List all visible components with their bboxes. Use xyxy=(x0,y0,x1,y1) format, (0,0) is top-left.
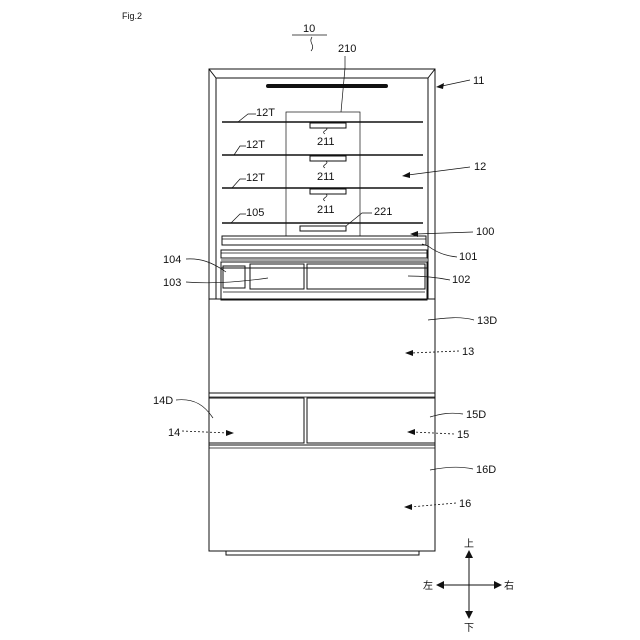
leader-14D xyxy=(176,400,213,418)
label-12T-1: 12T xyxy=(256,107,275,119)
leader-12T-2 xyxy=(234,146,246,155)
label-15: 15 xyxy=(457,429,469,441)
leader-12T-1 xyxy=(238,114,256,122)
outlet-211-2 xyxy=(310,156,346,161)
arrow-down-icon xyxy=(465,611,473,619)
label-211-3: 211 xyxy=(317,204,335,216)
label-210: 210 xyxy=(338,43,356,55)
leader-211-2 xyxy=(324,161,327,168)
direction-indicator: 上 下 左 右 xyxy=(423,538,514,634)
label-13D: 13D xyxy=(477,315,497,327)
label-16D: 16D xyxy=(476,464,496,476)
leader-16D xyxy=(430,467,473,470)
label-105: 105 xyxy=(246,207,264,219)
leader-103 xyxy=(186,278,268,283)
leader-10 xyxy=(311,37,313,51)
leader-105 xyxy=(231,214,246,223)
leader-15 xyxy=(413,432,454,434)
leader-12 xyxy=(408,167,470,175)
label-12T-3: 12T xyxy=(246,172,265,184)
label-10: 10 xyxy=(303,23,315,35)
label-104: 104 xyxy=(163,254,181,266)
label-211-2: 211 xyxy=(317,171,335,183)
label-100: 100 xyxy=(476,226,494,238)
label-11: 11 xyxy=(473,75,484,87)
label-103: 103 xyxy=(163,277,181,289)
outlet-211-3 xyxy=(310,189,346,194)
direction-down-label: 下 xyxy=(464,623,474,634)
drawer-104 xyxy=(223,266,245,288)
outlet-221 xyxy=(300,226,346,231)
label-211-1: 211 xyxy=(317,136,335,148)
direction-up-label: 上 xyxy=(464,538,474,550)
figure-label: Fig.2 xyxy=(122,11,142,21)
label-14: 14 xyxy=(168,427,180,439)
leader-211-1 xyxy=(324,128,327,134)
label-12: 12 xyxy=(474,161,486,173)
arrow-left-icon xyxy=(436,581,444,589)
base-feet xyxy=(226,551,419,555)
label-14D: 14D xyxy=(153,395,173,407)
drawer-16D xyxy=(209,445,435,551)
leader-211-3 xyxy=(324,194,327,201)
leader-16 xyxy=(410,503,456,507)
leader-11 xyxy=(442,80,470,86)
leader-221 xyxy=(346,213,372,226)
label-15D: 15D xyxy=(466,409,486,421)
arrow-right-icon xyxy=(494,581,502,589)
door-13D xyxy=(209,299,435,393)
label-12T-2: 12T xyxy=(246,139,265,151)
direction-right-label: 右 xyxy=(504,579,514,592)
label-13: 13 xyxy=(462,346,474,358)
label-221: 221 xyxy=(374,206,392,218)
leader-102 xyxy=(408,276,450,280)
chilled-area xyxy=(216,236,428,300)
direction-left-label: 左 xyxy=(423,579,433,592)
arrow-up-icon xyxy=(465,550,473,558)
leader-12T-3 xyxy=(232,179,246,188)
outlet-211-1 xyxy=(310,123,346,128)
plate-100 xyxy=(222,236,426,245)
top-light-bar xyxy=(266,84,388,88)
leader-14 xyxy=(182,431,228,433)
leader-100 xyxy=(416,232,473,234)
label-102: 102 xyxy=(452,274,470,286)
plate-101 xyxy=(221,250,427,258)
label-101: 101 xyxy=(459,251,477,263)
drawer-15D xyxy=(307,398,435,443)
label-16: 16 xyxy=(459,498,471,510)
leader-104 xyxy=(186,259,226,272)
drawer-14D xyxy=(209,398,304,443)
middle-drawers xyxy=(209,393,435,445)
